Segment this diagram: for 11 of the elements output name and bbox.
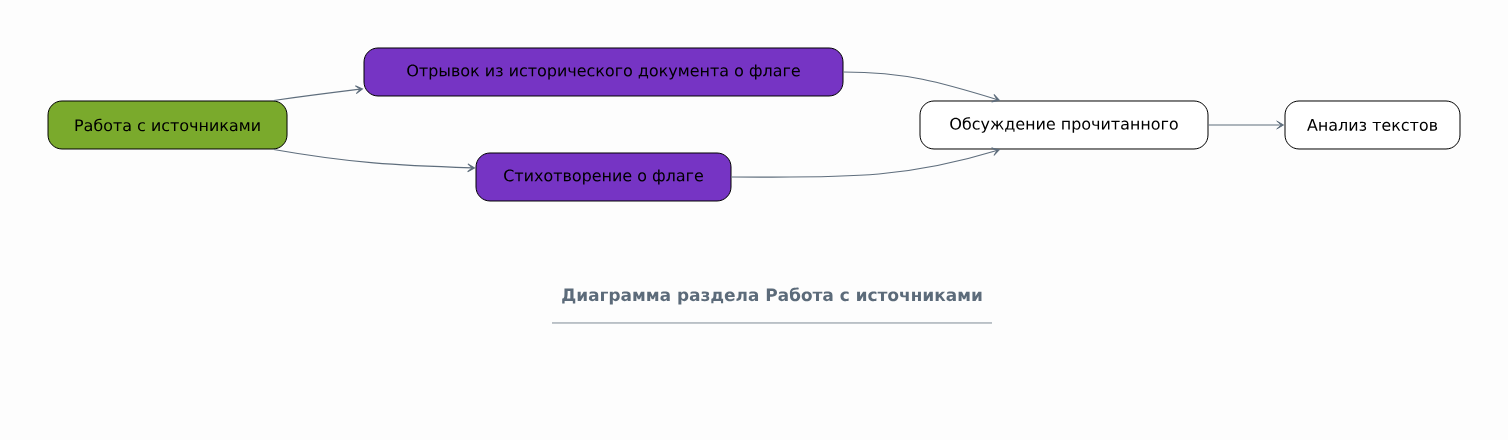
arrow [1207, 120, 1284, 130]
process-box: Отрывок из исторического документа о флаге [363, 47, 844, 97]
arrow [730, 147, 1000, 178]
process-box: Работа с источниками [47, 100, 288, 150]
process-box: Анализ текстов [1284, 100, 1461, 150]
process-box: Обсуждение прочитанного [919, 100, 1209, 150]
arrow [273, 85, 364, 102]
arrow [273, 148, 475, 173]
caption: Диаграмма раздела Работа с источниками [562, 287, 982, 305]
process-box: Стихотворение о флаге [475, 152, 732, 202]
arrow [842, 71, 1000, 103]
